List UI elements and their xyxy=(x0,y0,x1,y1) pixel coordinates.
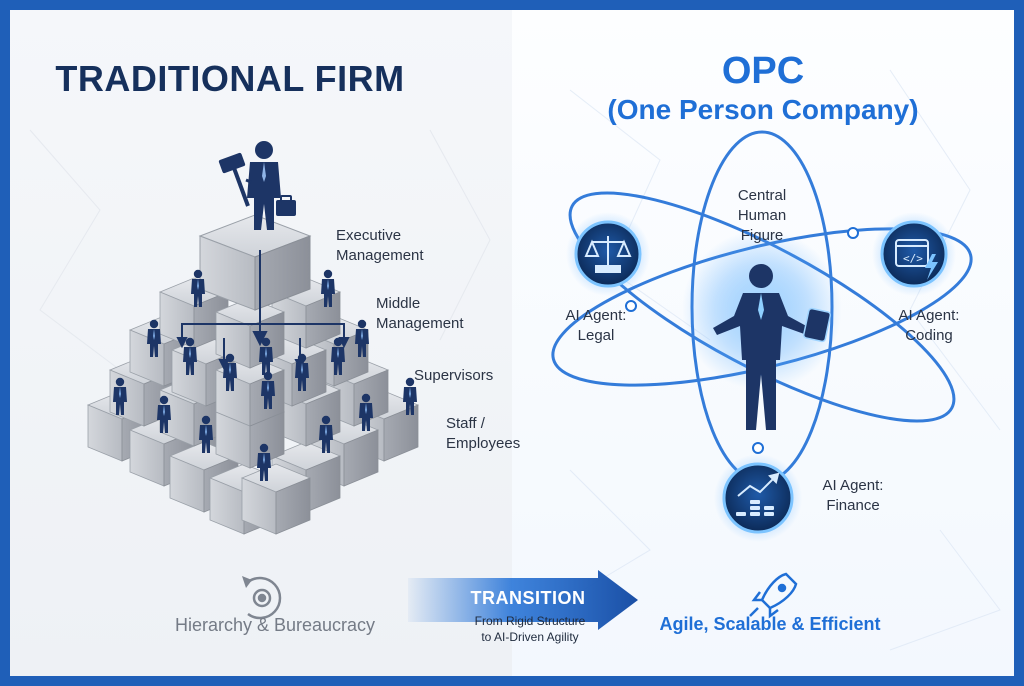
opc-title-block: OPC (One Person Company) xyxy=(512,50,1014,128)
ai-agent-legal xyxy=(566,212,650,296)
transition-label: TRANSITION xyxy=(470,588,586,608)
executive-figure xyxy=(218,141,296,230)
label-supervisors: Supervisors xyxy=(414,367,494,384)
code-icon: </> xyxy=(895,239,929,267)
hierarchy-bureaucracy-caption: Hierarchy & Bureaucracy xyxy=(174,615,376,635)
diagram-artwork: </> xyxy=(29,69,1001,651)
gear-icon xyxy=(242,576,282,620)
label-ai-agent-coding: AI Agent: Coding xyxy=(898,307,960,344)
agile-scalable-caption: Agile, Scalable & Efficient xyxy=(659,614,881,634)
transition-subtitle: From Rigid Structure to AI-Driven Agilit… xyxy=(420,613,640,645)
transition-line-1: From Rigid Structure xyxy=(474,614,586,628)
top-block xyxy=(198,214,312,311)
opc-title: OPC xyxy=(721,50,805,92)
label-staff-employees: Staff / Employees xyxy=(446,415,521,452)
diagram-frame: </> xyxy=(10,10,1014,676)
label-central-human-figure: Central Human Figure xyxy=(737,187,787,244)
coins-icon xyxy=(736,500,774,516)
chart-icon xyxy=(737,472,780,497)
briefcase-icon xyxy=(276,195,296,216)
rocket-icon xyxy=(749,572,798,619)
tablet-icon xyxy=(802,307,832,343)
gavel-icon xyxy=(218,152,252,207)
scales-icon xyxy=(584,236,632,273)
lightning-icon xyxy=(925,254,938,280)
transition-line-2: to AI-Driven Agility xyxy=(481,630,579,644)
central-human-figure xyxy=(713,264,832,430)
label-ai-agent-finance: AI Agent: Finance xyxy=(822,477,884,514)
label-middle-management: Middle Management xyxy=(376,295,464,332)
ai-agent-coding: </> xyxy=(872,212,956,296)
traditional-firm-title: TRADITIONAL FIRM xyxy=(55,58,405,99)
opc-subtitle: (One Person Company) xyxy=(607,94,919,125)
svg-text:</>: </> xyxy=(903,252,923,265)
ai-agent-finance xyxy=(714,454,802,542)
transition-arrow: TRANSITION xyxy=(408,570,640,630)
label-executive-management: Executive Management xyxy=(336,227,424,264)
label-ai-agent-legal: AI Agent: Legal xyxy=(565,307,627,344)
